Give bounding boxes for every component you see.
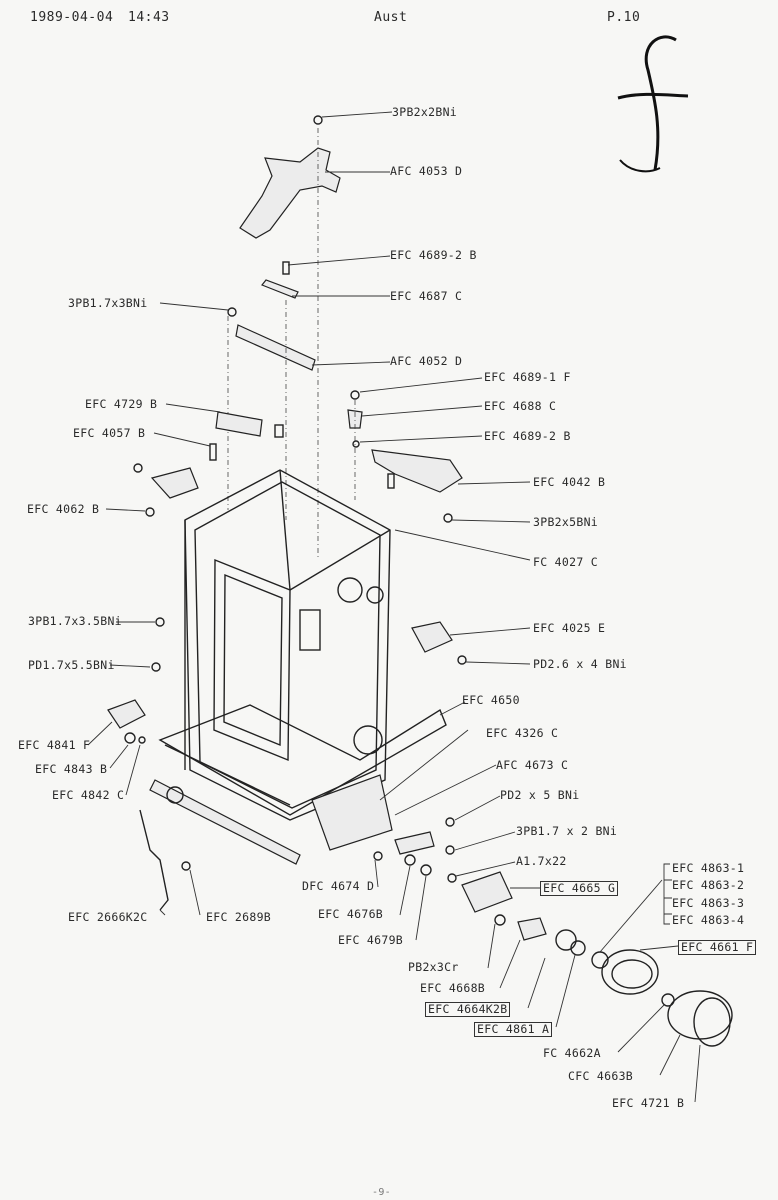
label-3pb17x35bni: 3PB1.7x3.5BNi	[28, 614, 122, 628]
upper-small-parts	[159, 255, 391, 520]
label-3pb17x2bni: 3PB1.7 x 2 BNi	[516, 824, 618, 838]
page-title: Aust	[374, 10, 408, 25]
label-efc-2666k2c: EFC 2666K2C	[68, 910, 148, 924]
right-upper-parts	[347, 377, 531, 561]
top-screw-part	[313, 111, 393, 125]
fax-date: 1989-04-04	[30, 10, 114, 25]
label-efc-4721b: EFC 4721 B	[612, 1096, 685, 1110]
label-efc-4326c: EFC 4326 C	[486, 726, 559, 740]
label-3pb17x3bni: 3PB1.7x3BNi	[68, 296, 148, 310]
label-fc-4027c: FC 4027 C	[533, 555, 599, 569]
label-afc-4673c: AFC 4673 C	[496, 758, 569, 772]
left-upper-parts	[105, 403, 284, 517]
label-efc-4863-4: EFC 4863-4	[672, 913, 745, 927]
label-efc-4689-2b: EFC 4689-2 B	[484, 429, 571, 443]
label-afc-4053d: AFC 4053 D	[390, 164, 463, 178]
label-efc-2689b: EFC 2689B	[206, 910, 272, 924]
label-pb2x3cr: PB2x3Cr	[408, 960, 459, 974]
left-side-parts	[87, 617, 165, 796]
lower-mechanism-parts	[311, 729, 516, 941]
label-efc-4687c: EFC 4687 C	[390, 289, 463, 303]
label-efc-4863-1: EFC 4863-1	[672, 861, 745, 875]
label-3pb2x5bni: 3PB2x5BNi	[533, 515, 599, 529]
label-efc-4729b: EFC 4729 B	[85, 397, 158, 411]
page-number: P.10	[607, 10, 641, 25]
label-cfc-4663b: CFC 4663B	[568, 1069, 634, 1083]
label-efc-4863-3: EFC 4863-3	[672, 896, 745, 910]
efc-4025-bracket-part	[411, 621, 531, 665]
fax-time: 14:43	[128, 10, 170, 25]
label-efc-4679b: EFC 4679B	[338, 933, 404, 947]
label-efc-4661f: EFC 4661 F	[678, 940, 757, 955]
label-efc-4665g: EFC 4665 G	[540, 881, 619, 896]
label-efc-4057b: EFC 4057 B	[73, 426, 146, 440]
label-pd26x4bni: PD2.6 x 4 BNi	[533, 657, 627, 671]
handwritten-f-mark	[617, 35, 689, 173]
bottom-plate-part	[158, 701, 466, 816]
label-efc-4062b: EFC 4062 B	[27, 502, 100, 516]
crank-shaft-part	[139, 779, 301, 916]
label-efc-4650: EFC 4650	[462, 693, 520, 707]
group-bracket	[663, 863, 672, 925]
label-efc-4863-2: EFC 4863-2	[672, 878, 745, 892]
label-pd2x5bni: PD2 x 5 BNi	[500, 788, 580, 802]
label-efc-4842c: EFC 4842 C	[52, 788, 125, 802]
label-efc-4841f: EFC 4841 F	[18, 738, 91, 752]
label-pd17x55bni: PD1.7x5.5BNi	[28, 658, 115, 672]
footer-page-mark: -9-	[372, 1187, 391, 1198]
label-efc-4861a: EFC 4861 A	[474, 1022, 553, 1037]
label-efc-4676b: EFC 4676B	[318, 907, 384, 921]
afc-4053-bracket-part	[239, 147, 390, 239]
gear-train-parts	[461, 871, 733, 1103]
label-afc-4052d: AFC 4052 D	[390, 354, 463, 368]
label-efc-4664k2b: EFC 4664K2B	[425, 1002, 511, 1017]
label-efc-4843b: EFC 4843 B	[35, 762, 108, 776]
label-efc-4025e: EFC 4025 E	[533, 621, 606, 635]
label-efc-4668b: EFC 4668B	[420, 981, 486, 995]
label-a17x22: A1.7x22	[516, 854, 567, 868]
label-efc-4689-1f: EFC 4689-1 F	[484, 370, 571, 384]
label-3pb2x2bni: 3PB2x2BNi	[392, 105, 458, 119]
main-frame-part	[184, 469, 391, 821]
label-efc-4042b: EFC 4042 B	[533, 475, 606, 489]
label-efc-4689-2b-top: EFC 4689-2 B	[390, 248, 477, 262]
label-fc-4662a: FC 4662A	[543, 1046, 601, 1060]
label-efc-4688c: EFC 4688 C	[484, 399, 557, 413]
label-dfc-4674d: DFC 4674 D	[302, 879, 375, 893]
